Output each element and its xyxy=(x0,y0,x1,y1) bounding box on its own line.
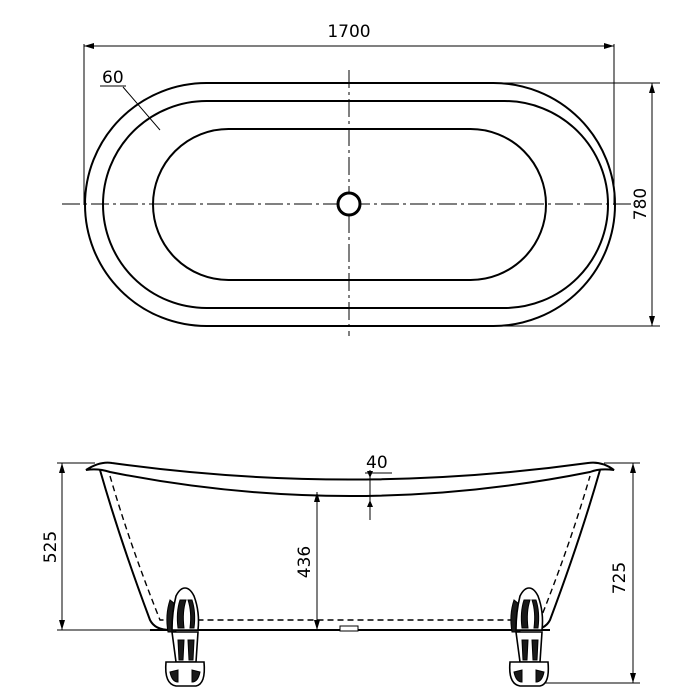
rim-dip-label: 40 xyxy=(366,453,388,473)
tub-inner-hidden-line xyxy=(109,475,591,621)
total-height-label: 725 xyxy=(610,562,630,594)
overall-width-label: 780 xyxy=(631,188,651,220)
arrow-depth-top xyxy=(314,492,320,502)
rim-width-label: 60 xyxy=(102,68,124,88)
arrow-dip-top xyxy=(367,471,373,478)
top-view: 1700 780 60 xyxy=(62,22,660,336)
arrow-rim-top xyxy=(59,463,65,473)
arrow-top xyxy=(649,83,655,93)
rim-height-label: 525 xyxy=(41,531,61,563)
arrow-bottom xyxy=(649,316,655,326)
claw-foot-right-icon xyxy=(508,587,550,687)
overall-length-label: 1700 xyxy=(327,22,370,42)
arrow-dip-bottom xyxy=(367,500,373,507)
inner-depth-label: 436 xyxy=(295,546,315,578)
arrow-depth-bottom xyxy=(314,620,320,630)
arrow-total-bottom xyxy=(630,673,636,683)
arrow-total-top xyxy=(630,463,636,473)
arrow-left xyxy=(84,43,94,49)
drain-icon xyxy=(336,191,362,217)
arrow-rim-bottom xyxy=(59,620,65,630)
drain-outlet xyxy=(339,625,359,632)
rim-leader xyxy=(122,86,161,131)
arrow-right xyxy=(604,43,614,49)
rim-profile xyxy=(85,461,615,497)
claw-foot-left-icon xyxy=(164,587,206,687)
side-view: 525 725 436 40 xyxy=(41,453,640,687)
